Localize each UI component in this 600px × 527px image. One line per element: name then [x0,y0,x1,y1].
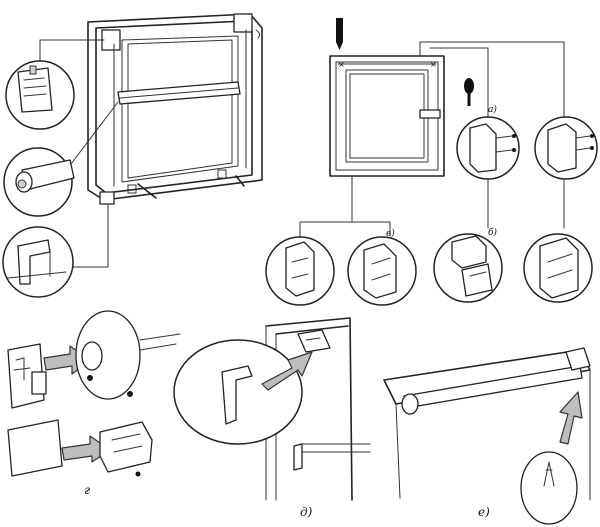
detail-circle-v-right [347,236,417,306]
detail-circle-v-left [265,236,335,306]
detail-circle-b-clip [523,233,593,303]
assembly-d [173,317,371,501]
callout-lines-right [299,41,565,237]
window-with-blind [87,13,263,205]
detail-circle-a-clip [433,233,503,303]
detail-circle-bottom-clip [2,226,74,298]
pencil-icon [336,18,343,50]
label-d: д) [300,505,313,519]
detail-circle-top-bracket [5,60,75,130]
label-a: а) [488,104,497,115]
sash-frame: × × [329,55,445,177]
detail-circle-roller-end [3,147,75,217]
label-b: б) [488,227,497,238]
screwdriver-icon [464,78,474,106]
label-v: в) [386,228,395,239]
svg-text:×: × [338,60,345,69]
detail-circle-b-screws [534,116,598,180]
label-e: е) [478,505,490,519]
label-g: г [84,483,90,497]
svg-text:×: × [430,60,437,69]
assembly-e [383,347,591,525]
detail-circle-a-screws [456,116,520,180]
assembly-g [7,310,181,477]
